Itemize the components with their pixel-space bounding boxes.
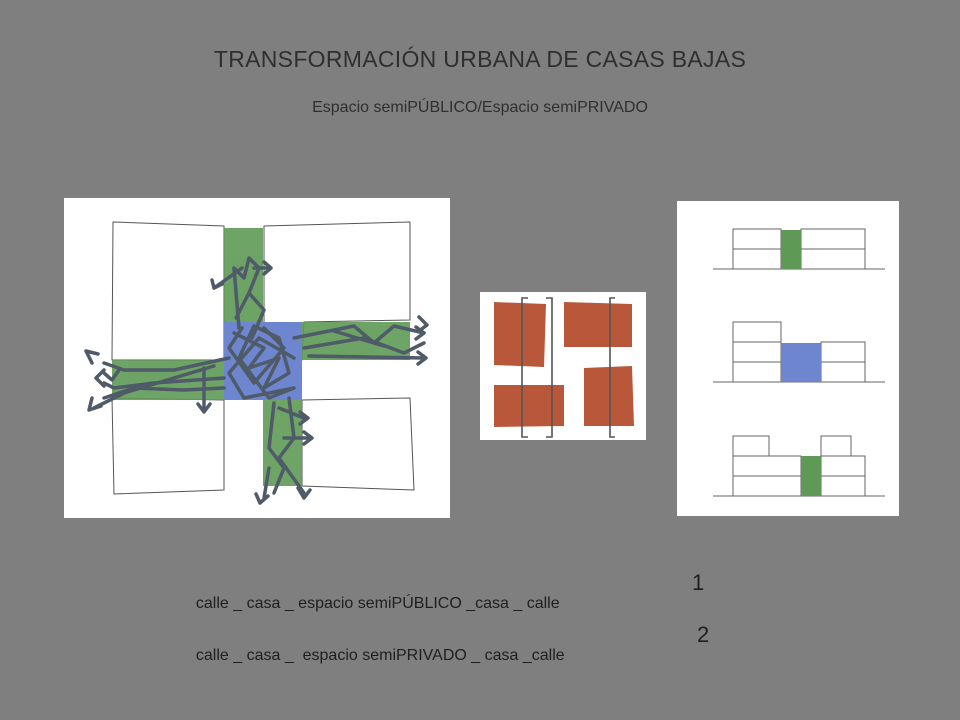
block-top-left [111,221,225,361]
page-title: TRANSFORMACIÓN URBANA DE CASAS BAJAS [213,46,747,72]
block-bottom-left [111,397,225,495]
brick-block-top-right [564,302,632,347]
blocks-svg [494,297,634,438]
sequence-line-1: calle _ casa _ espacio semiPÚBLICO _casa… [187,570,704,631]
block-bottom-right [301,397,415,491]
urban-plan-svg [84,221,429,505]
page-subtitle: Espacio semiPÚBLICO/Espacio semiPRIVADO [312,99,648,116]
section-1-green-gap [781,230,801,269]
bracket-right [609,297,615,438]
sections-diagram [677,201,899,516]
urban-plan-diagram [64,198,450,518]
blocks-diagram [480,292,646,440]
sequence-2-text: calle _ casa _ espacio semiPRIVADO _ cas… [195,647,565,664]
brick-block-top-left [494,302,546,367]
sequence-2-number: 2 [697,622,710,647]
sequence-1-number: 1 [692,570,705,595]
brick-block-bottom-right [584,366,634,426]
sections-svg [713,228,885,497]
sequence-line-2: calle _ casa _ espacio semiPRIVADO _ cas… [187,622,709,683]
section-3-green-gap [801,456,821,496]
bracket-left-open [521,297,528,438]
sequence-1-text: calle _ casa _ espacio semiPÚBLICO _casa… [195,595,560,612]
bracket-left-close [546,297,553,438]
section-2-blue-gap [781,343,821,382]
brick-block-bottom-left [494,385,564,427]
